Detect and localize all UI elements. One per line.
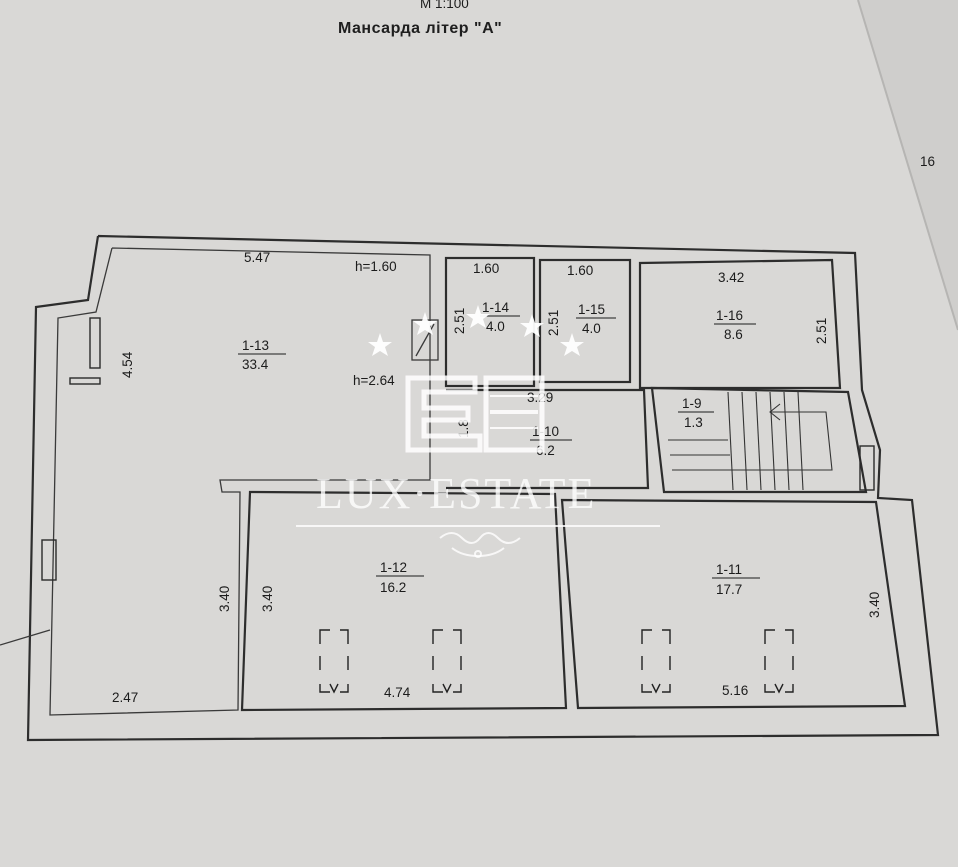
ground-line bbox=[0, 629, 51, 646]
stairs-1-9-walls bbox=[650, 386, 868, 494]
room-id: 1-9 bbox=[682, 396, 702, 411]
paper-fold-edge bbox=[857, 0, 958, 331]
dim-1-11-bottom: 5.16 bbox=[722, 683, 748, 698]
room-id: 1-15 bbox=[578, 302, 605, 317]
star-icon bbox=[368, 333, 392, 356]
room-label-1-9: 1-9 1.3 bbox=[678, 396, 714, 430]
room-1-16-walls bbox=[638, 258, 842, 390]
star-icon bbox=[520, 314, 544, 337]
room-label-1-14: 1-14 4.0 bbox=[480, 300, 520, 334]
dim-1-15-side: 2.51 bbox=[546, 310, 561, 336]
room-label-1-16: 1-16 8.6 bbox=[714, 308, 756, 342]
star-icon bbox=[413, 312, 437, 335]
room-label-1-11: 1-11 17.7 bbox=[712, 562, 760, 597]
scale-fragment: М 1:100 bbox=[420, 0, 469, 11]
staircase-steps bbox=[668, 391, 833, 491]
room-id: 1-12 bbox=[380, 560, 407, 575]
room-id: 1-13 bbox=[242, 338, 269, 353]
room-id: 1-11 bbox=[716, 562, 742, 577]
room-1-11-walls bbox=[560, 498, 907, 710]
star-icon bbox=[560, 333, 584, 356]
window-marks bbox=[41, 317, 875, 581]
dim-1-13-side: 4.54 bbox=[120, 351, 135, 378]
dim-1-16-width: 3.42 bbox=[718, 270, 744, 285]
dim-1-11-side: 3.40 bbox=[867, 592, 882, 618]
dim-1-12-side: 3.40 bbox=[260, 586, 275, 612]
dim-corridor-small: 1.8 bbox=[456, 419, 471, 438]
room-area: 33.4 bbox=[242, 357, 269, 372]
dim-1-13-width: 5.47 bbox=[244, 250, 270, 265]
dim-1-14-side: 2.51 bbox=[452, 308, 467, 334]
room-label-1-13: 1-13 33.4 bbox=[238, 338, 286, 372]
outer-wall bbox=[26, 234, 940, 742]
dim-1-14-width: 1.60 bbox=[473, 261, 499, 276]
watermark-logo-icon bbox=[405, 375, 545, 453]
room-label-1-15: 1-15 4.0 bbox=[576, 302, 616, 336]
room-area: 8.6 bbox=[724, 327, 743, 342]
room-id: 1-16 bbox=[716, 308, 743, 323]
room-area: 17.7 bbox=[716, 582, 742, 597]
room-area: 4.0 bbox=[486, 319, 505, 334]
watermark-brand: LUX·ESTATE bbox=[316, 469, 596, 518]
watermark-stars bbox=[368, 305, 584, 356]
room-area: 4.0 bbox=[582, 321, 601, 336]
edge-mark: 16 bbox=[920, 154, 935, 169]
roof-window-symbols bbox=[319, 629, 794, 694]
plan-title: Мансарда літер "А" bbox=[338, 20, 502, 37]
room-1-12-walls bbox=[240, 490, 568, 712]
inner-outline bbox=[49, 247, 431, 716]
room-area: 1.3 bbox=[684, 415, 703, 430]
dim-1-15-width: 1.60 bbox=[567, 263, 593, 278]
dim-1-16-side: 2.51 bbox=[814, 318, 829, 344]
room-id: 1-14 bbox=[482, 300, 510, 315]
ornament-icon bbox=[439, 532, 521, 558]
watermark: LUX·ESTATE bbox=[296, 305, 660, 558]
room-area: 16.2 bbox=[380, 580, 406, 595]
corridor-1-10-walls bbox=[446, 388, 650, 490]
room-id: 1-10 bbox=[532, 424, 559, 439]
room-1-15-walls bbox=[538, 258, 632, 384]
room-label-1-12: 1-12 16.2 bbox=[376, 560, 424, 595]
star-icon bbox=[466, 305, 490, 328]
dim-left-wing-bottom: 2.47 bbox=[112, 690, 138, 705]
height-mark-top: h=1.60 bbox=[355, 259, 397, 274]
dim-left-wing-side: 3.40 bbox=[217, 586, 232, 612]
height-mark-mid: h=2.64 bbox=[353, 373, 395, 388]
dim-1-12-bottom: 4.74 bbox=[384, 685, 411, 700]
